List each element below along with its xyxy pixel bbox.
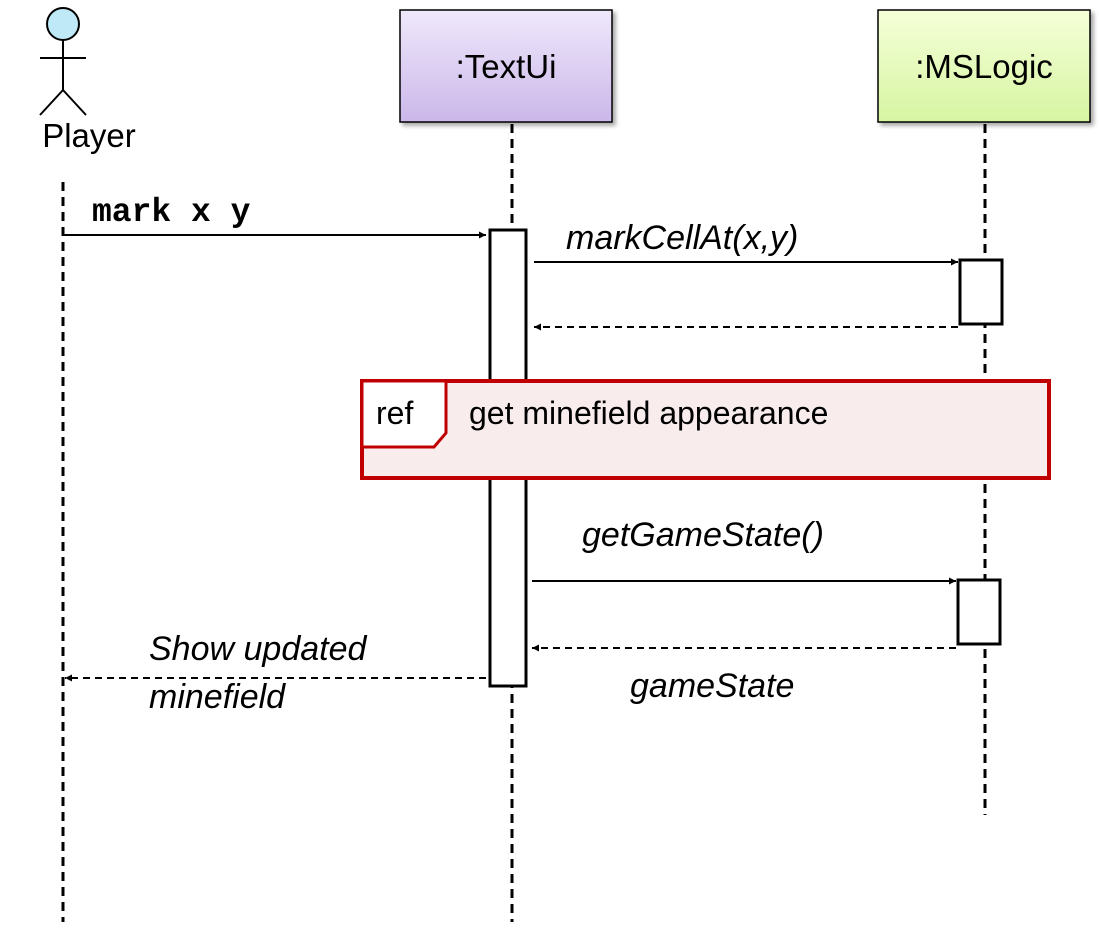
ref-frame-box <box>360 379 1051 480</box>
markcellat-label: markCellAt(x,y) <box>566 219 798 257</box>
ref-frame: ref get minefield appearance <box>360 379 1051 480</box>
mark-command-label: mark x y <box>92 194 251 231</box>
mslogic-activation-bar-2 <box>956 578 1002 646</box>
actor-right-leg <box>62 89 87 116</box>
gamestate-label: gameState <box>630 667 794 705</box>
show-updated-label-line2: minefield <box>149 678 286 716</box>
actor-label: Player <box>42 117 136 154</box>
ref-tag: ref <box>376 395 413 431</box>
getgamestate-label: getGameState() <box>582 516 824 554</box>
participant-mslogic: :MSLogic <box>877 9 1091 123</box>
player-actor: Player <box>39 7 136 154</box>
participant-textui: :TextUi <box>399 9 613 123</box>
participant-textui-label: :TextUi <box>456 48 557 85</box>
ref-tag-box <box>360 379 448 449</box>
show-updated-label-line1: Show updated <box>149 630 367 668</box>
actor-head <box>46 7 80 41</box>
actor-left-leg <box>39 89 64 116</box>
participant-mslogic-label: :MSLogic <box>915 48 1053 85</box>
mslogic-activation-bar-1 <box>958 258 1004 326</box>
ref-label: get minefield appearance <box>469 395 828 431</box>
